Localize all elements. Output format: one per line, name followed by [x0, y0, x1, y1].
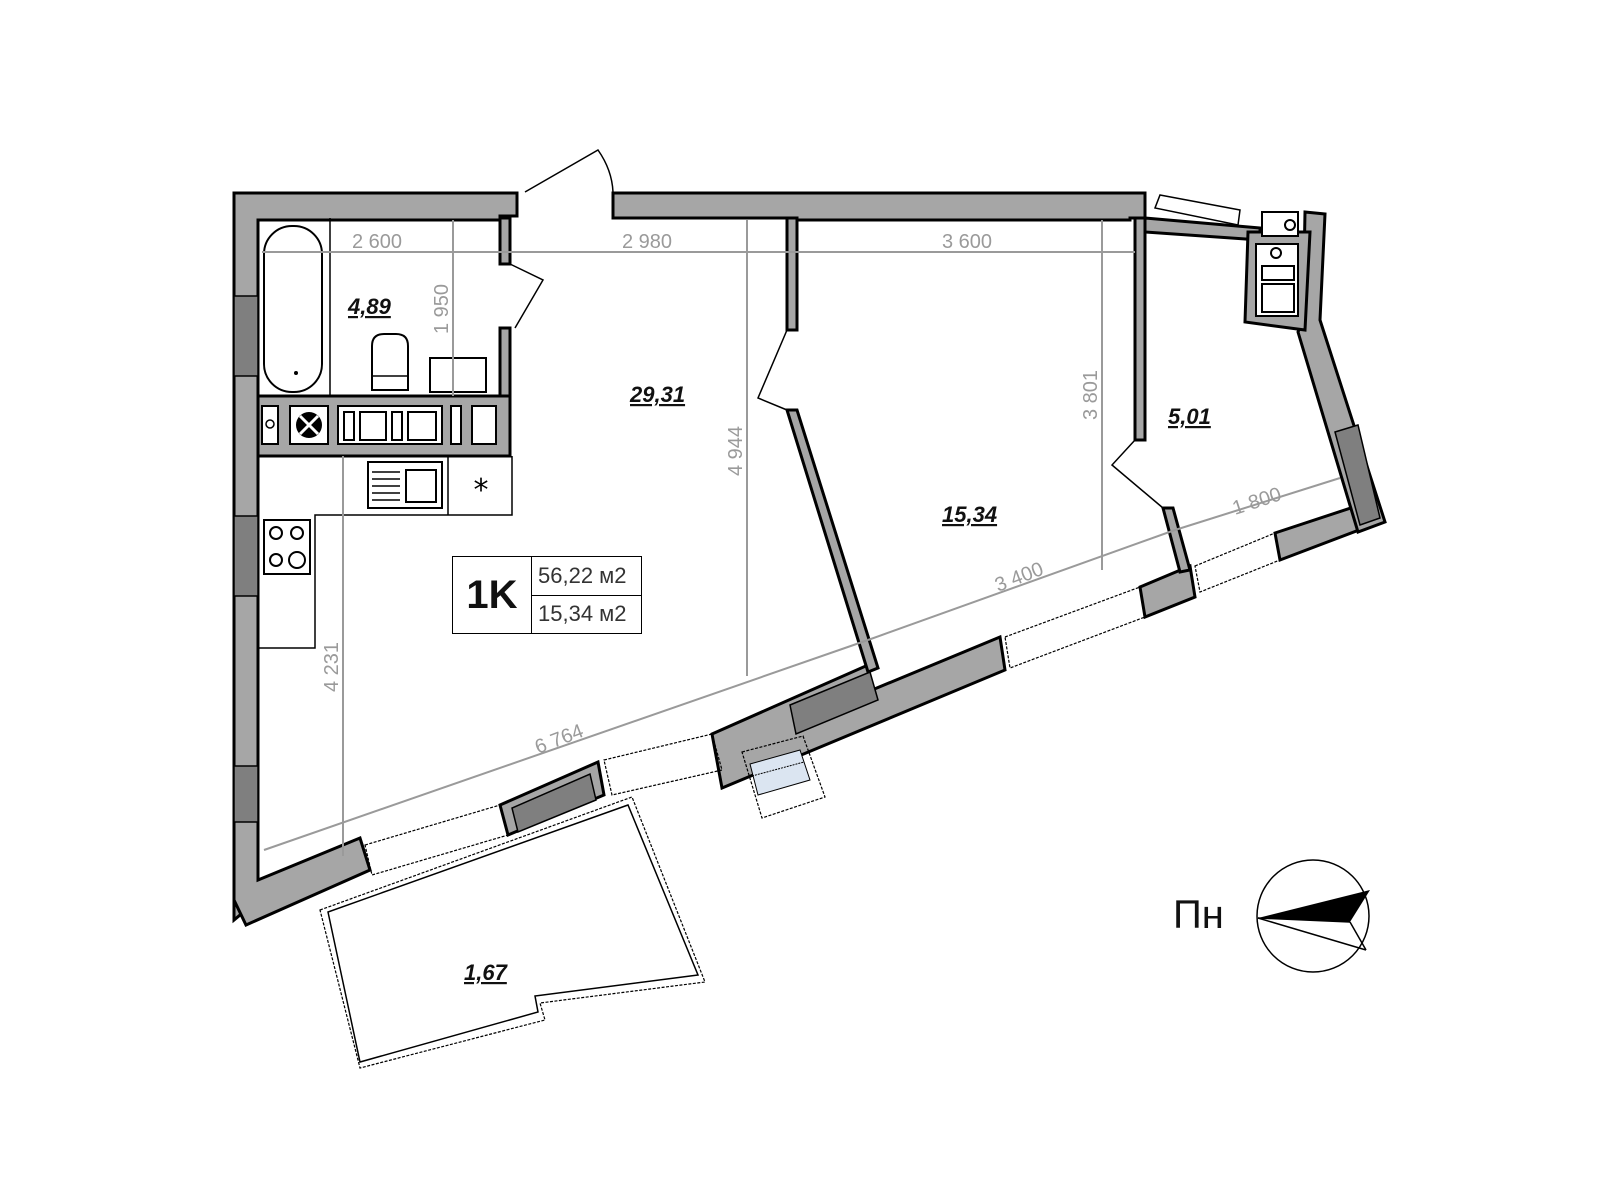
- utility-strip: [261, 405, 497, 445]
- dim-kitchen-depth: 4 231: [321, 642, 343, 692]
- dim-living-depth: 4 944: [725, 426, 747, 476]
- area-bathroom: 4,89: [347, 294, 392, 319]
- bathroom-fixtures: [263, 218, 487, 396]
- dimension-lines: [262, 220, 1341, 856]
- apartment-type: 1K: [453, 557, 532, 633]
- doors: [509, 149, 1241, 509]
- room-areas: 4,89 29,31 15,34 5,01 1,67: [347, 294, 1211, 985]
- area-kitchen-living: 29,31: [629, 382, 685, 407]
- north-arrow-icon: [1256, 859, 1370, 973]
- dim-wardrobe-width: 1 800: [1230, 483, 1284, 519]
- kitchen: *: [258, 456, 513, 649]
- svg-text:*: *: [474, 473, 489, 508]
- total-area: 56,22 м2: [532, 557, 641, 596]
- area-wardrobe: 5,01: [1168, 404, 1211, 429]
- living-area: 15,34 м2: [538, 601, 627, 627]
- area-bedroom: 15,34: [942, 502, 997, 527]
- dim-bathroom-depth: 1 950: [431, 284, 453, 334]
- dim-kitchen-window-wall: 6 764: [532, 720, 587, 758]
- area-balcony: 1,67: [464, 960, 509, 985]
- dim-bedroom-width: 3 600: [942, 231, 992, 253]
- outer-walls: [232, 191, 1387, 927]
- north-label: Пн: [1173, 893, 1224, 937]
- windows: [364, 532, 1281, 876]
- ac-unit: [741, 735, 826, 819]
- dim-hall-width: 2 980: [622, 231, 672, 253]
- wardrobe-fixtures: [1255, 211, 1299, 317]
- balcony: [319, 796, 706, 1069]
- dim-bedroom-window-wall: 3 400: [992, 558, 1047, 596]
- apartment-summary: 1K 56,22 м2 15,34 м2: [452, 556, 642, 634]
- dim-bathroom-width: 2 600: [352, 231, 402, 253]
- dim-bedroom-depth: 3 801: [1080, 370, 1102, 420]
